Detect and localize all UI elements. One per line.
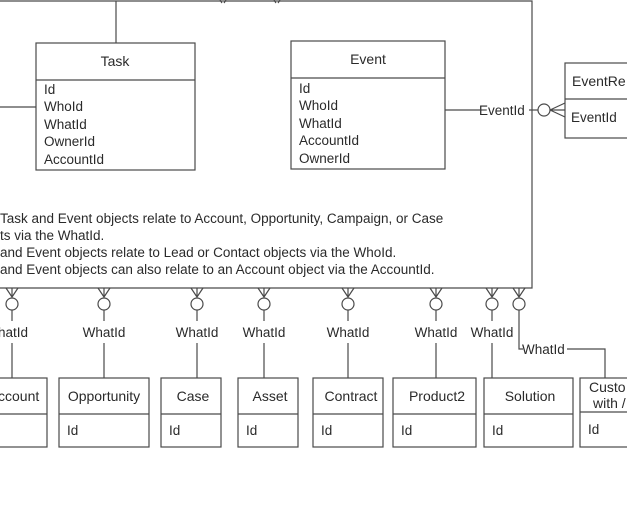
notes: Task and Event objects relate to Account…: [0, 211, 443, 277]
whatid-label: WhatId: [176, 325, 219, 340]
task-entity[interactable]: Task Id WhoId WhatId OwnerId AccountId: [35, 42, 196, 171]
task-field: WhatId: [44, 117, 87, 132]
zero-optional-icon: [485, 297, 499, 311]
customer-entity[interactable]: Custo with / Id: [579, 377, 627, 448]
event-field: WhoId: [299, 98, 338, 113]
note-line: Task and Event objects relate to Account…: [0, 211, 443, 226]
event-field: Id: [299, 81, 310, 96]
zero-optional-icon: [537, 103, 551, 117]
crowfoot-many-icon: [549, 102, 566, 118]
note-line: and Event objects relate to Lead or Cont…: [0, 245, 396, 260]
customer-title: Custo: [589, 379, 626, 395]
event-field: WhatId: [299, 116, 342, 131]
zero-optional-icon: [190, 297, 204, 311]
note-line: ts via the WhatId.: [0, 228, 104, 243]
product2-title: Product2: [409, 388, 465, 404]
opportunity-title: Opportunity: [68, 388, 140, 404]
task-field: Id: [44, 82, 55, 97]
event-title: Event: [350, 51, 386, 67]
whatid-connectors: hatId WhatId WhatId WhatId WhatId WhatId WhatI…: [0, 287, 514, 378]
crowfoot-many-icon: [257, 287, 271, 299]
product2-field: Id: [401, 423, 412, 438]
case-title: Case: [177, 388, 210, 404]
case-entity[interactable]: Case Id: [160, 377, 222, 448]
whatid-label: WhatId: [327, 325, 370, 340]
whatid-connector: WhatId: [327, 287, 370, 378]
zero-optional-icon: [257, 297, 271, 311]
crowfoot-many-icon: [429, 287, 443, 299]
activity-container-frame: [0, 0, 533, 289]
crowfoot-many-icon: [190, 287, 204, 299]
event-relation-link: EventId: [445, 102, 566, 118]
zero-optional-icon: [341, 297, 355, 311]
case-field: Id: [169, 423, 180, 438]
event-relation-title: EventRe: [572, 73, 626, 89]
zero-optional-icon: [5, 297, 19, 311]
account-entity[interactable]: ccount: [0, 377, 48, 448]
event-relation-entity[interactable]: EventRe EventId: [564, 62, 627, 139]
note-line: and Event objects can also relate to an …: [0, 262, 435, 277]
task-field: WhoId: [44, 99, 83, 114]
asset-title: Asset: [252, 388, 287, 404]
customer-field: Id: [588, 422, 599, 437]
asset-entity[interactable]: Asset Id: [237, 377, 299, 448]
whatid-connector: WhatId: [471, 287, 514, 378]
bottom-entities: ccount Opportunity Id Case Id Asset Id C…: [0, 377, 627, 448]
whatid-label: hatId: [0, 325, 28, 340]
product2-entity[interactable]: Product2 Id: [392, 377, 477, 448]
task-field: OwnerId: [44, 134, 95, 149]
whatid-connector: WhatId: [243, 287, 286, 378]
task-field: AccountId: [44, 152, 104, 167]
solution-title: Solution: [505, 388, 556, 404]
event-field: OwnerId: [299, 151, 350, 166]
event-field: AccountId: [299, 133, 359, 148]
solution-field: Id: [492, 423, 503, 438]
crowfoot-many-icon: [341, 287, 355, 299]
solution-entity[interactable]: Solution Id: [483, 377, 574, 448]
customer-link-label: WhatId: [522, 342, 565, 357]
customer-link: WhatId: [512, 287, 606, 378]
task-title: Task: [101, 53, 131, 69]
crowfoot-many-icon: [485, 287, 499, 299]
opportunity-entity[interactable]: Opportunity Id: [58, 377, 150, 448]
whatid-connector: WhatId: [176, 287, 219, 378]
crowfoot-many-icon: [5, 287, 19, 299]
account-title: ccount: [0, 388, 39, 404]
contract-field: Id: [321, 423, 332, 438]
whatid-label: WhatId: [415, 325, 458, 340]
top-crowfoot-remnants: [219, 0, 281, 4]
whatid-connector: WhatId: [415, 287, 458, 378]
event-relation-field: EventId: [571, 110, 617, 125]
whatid-label: WhatId: [243, 325, 286, 340]
customer-title-line2: with /: [592, 395, 626, 411]
whatid-label: WhatId: [83, 325, 126, 340]
zero-optional-icon: [429, 297, 443, 311]
event-entity[interactable]: Event Id WhoId WhatId AccountId OwnerId: [290, 40, 446, 170]
zero-optional-icon: [97, 297, 111, 311]
opportunity-field: Id: [67, 423, 78, 438]
contract-title: Contract: [325, 388, 378, 404]
asset-field: Id: [246, 423, 257, 438]
whatid-label: WhatId: [471, 325, 514, 340]
whatid-connector: hatId: [0, 287, 28, 378]
event-link-label: EventId: [479, 103, 525, 118]
contract-entity[interactable]: Contract Id: [312, 377, 384, 448]
crowfoot-many-icon: [97, 287, 111, 299]
whatid-connector: WhatId: [83, 287, 126, 378]
